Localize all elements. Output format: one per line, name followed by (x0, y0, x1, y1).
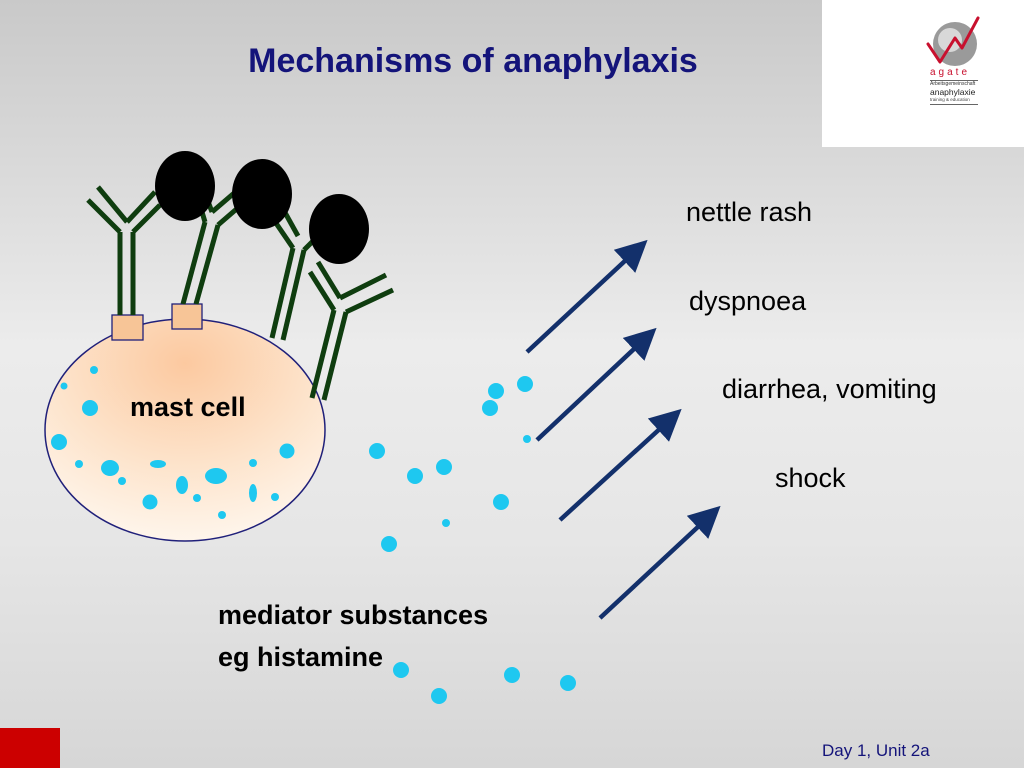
slide-title: Mechanisms of anaphylaxis (248, 42, 698, 80)
cell-granules (51, 366, 295, 519)
logo-check-icon (926, 16, 980, 64)
mediator-dot (493, 494, 509, 510)
arrow-diarrhea (558, 408, 682, 522)
granule (218, 511, 226, 519)
mediator-label-line-1: mediator substances (218, 600, 489, 630)
logo-panel (822, 0, 1024, 147)
granule (82, 400, 98, 416)
allergen (232, 159, 292, 229)
arrow-nettle-rash (525, 239, 648, 354)
receptor (171, 303, 203, 330)
arrow-shock (598, 505, 721, 620)
granule (75, 460, 83, 468)
logo-wordmark: agate (930, 67, 971, 78)
mediator-dot (560, 675, 576, 691)
granule (51, 434, 67, 450)
mediator-dot (436, 459, 452, 475)
granule (193, 494, 201, 502)
mediator-dot (393, 662, 409, 678)
granule (279, 443, 295, 459)
symptom-shock: shock (775, 463, 846, 493)
mediator-dot (517, 376, 533, 392)
granule (205, 468, 227, 484)
mediator-dot (431, 688, 447, 704)
logo-line-3: training & education (930, 97, 970, 102)
granule (176, 476, 188, 494)
mast-cell (44, 318, 326, 542)
granule (249, 484, 257, 502)
granule (249, 459, 257, 467)
mediator-dot (523, 435, 531, 443)
mediator-dot (504, 667, 520, 683)
allergen (155, 151, 215, 221)
receptor (111, 314, 144, 341)
granule (150, 460, 166, 468)
mast-cell-label: mast cell (130, 392, 246, 422)
symptom-nettle-rash: nettle rash (686, 197, 813, 227)
logo-divider-bottom (930, 104, 978, 105)
allergens (155, 151, 369, 264)
antibody (86, 185, 162, 315)
released-mediators (369, 376, 576, 704)
granule (101, 460, 119, 476)
logo-line-1: Arbeitsgemeinschaft (930, 81, 976, 87)
mediator-dot (442, 519, 450, 527)
arrow-dyspnoea (535, 327, 657, 442)
granule (118, 477, 126, 485)
mediator-dot (369, 443, 385, 459)
granule (142, 494, 158, 510)
granule (60, 382, 68, 390)
mediator-dot (381, 536, 397, 552)
granule (90, 366, 98, 374)
logo-highlight (938, 28, 962, 52)
mediator-dot (488, 383, 504, 399)
symptom-diarrhea-vomiting: diarrhea, vomiting (722, 374, 937, 404)
corner-accent (0, 728, 60, 768)
mediator-label-line-2: eg histamine (218, 642, 384, 672)
mediator-dot (407, 468, 423, 484)
slide-footer: Day 1, Unit 2a (822, 741, 930, 760)
granule (271, 493, 279, 501)
symptom-dyspnoea: dyspnoea (689, 286, 807, 316)
mediator-dot (482, 400, 498, 416)
logo-divider (930, 80, 978, 81)
allergen (309, 194, 369, 264)
effect-arrows (525, 239, 721, 620)
antibody (307, 260, 395, 401)
logo-line-2: anaphylaxie (930, 87, 976, 97)
